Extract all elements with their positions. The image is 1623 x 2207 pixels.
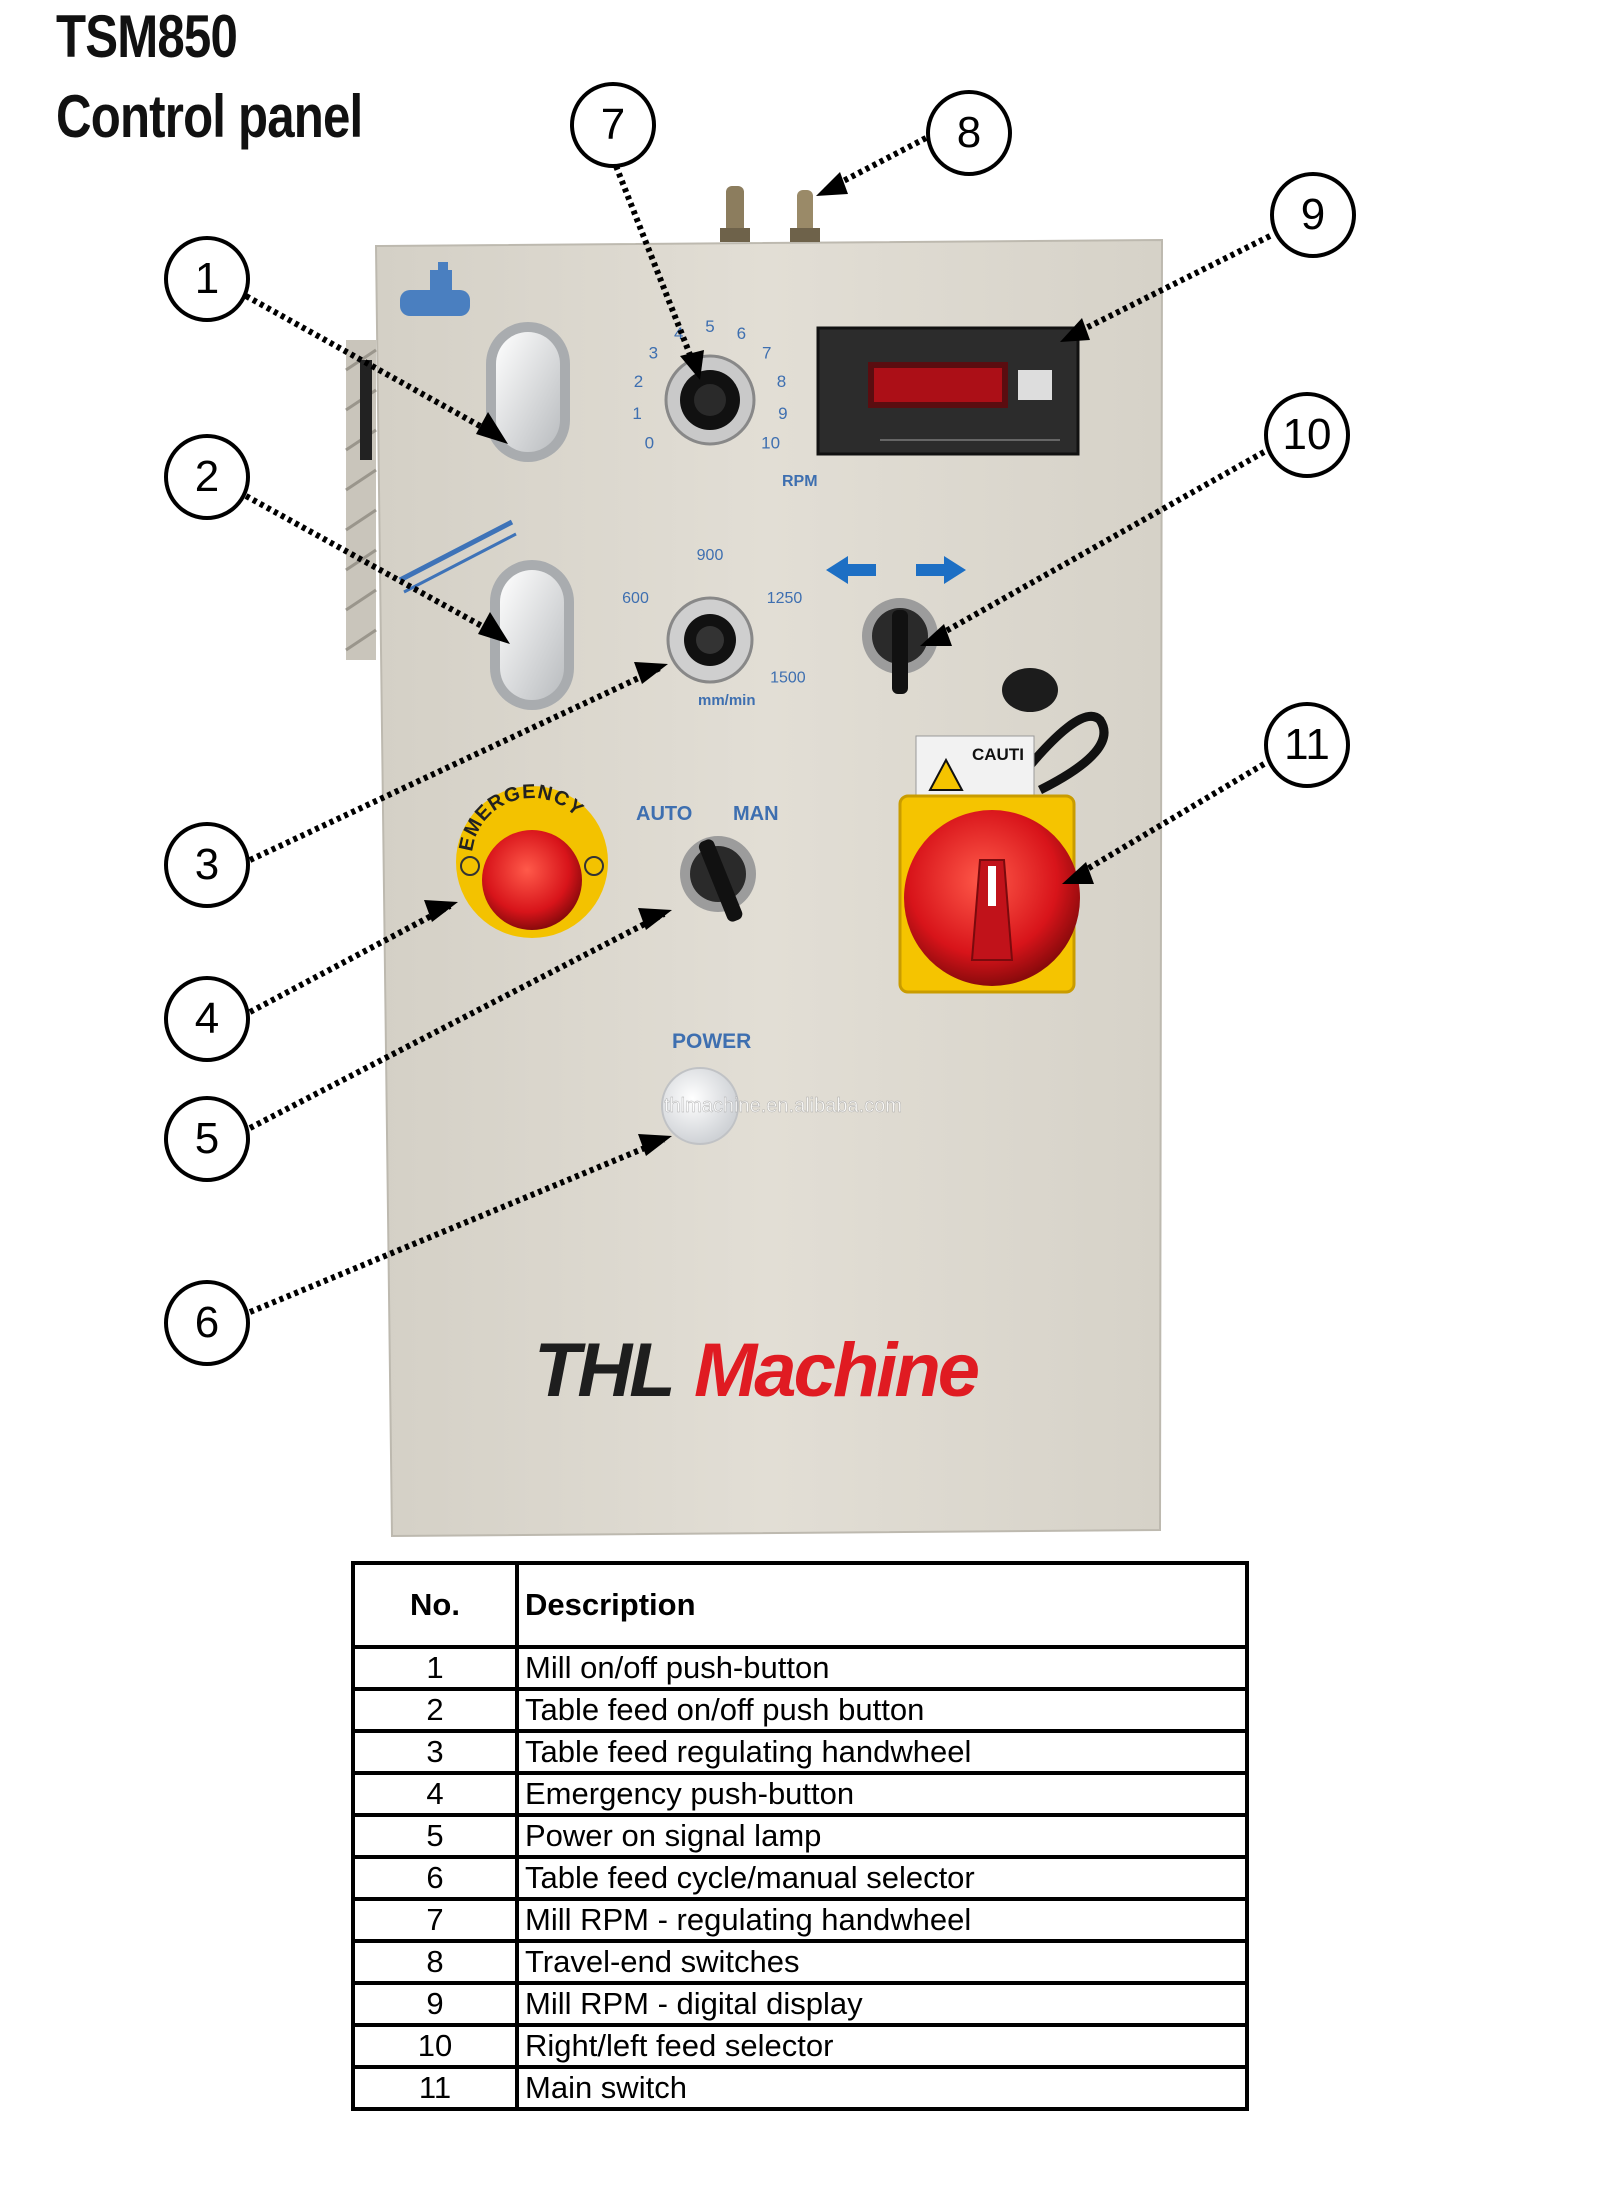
- main-switch-cable: [1002, 668, 1109, 795]
- row-description: Mill on/off push-button: [515, 1645, 1249, 1691]
- callout-10: 10: [1264, 392, 1350, 478]
- row-description: Mill RPM - digital display: [515, 1981, 1249, 2027]
- right-left-feed-selector[interactable]: [862, 598, 938, 694]
- feed-unit-label: mm/min: [698, 692, 756, 709]
- mill-icon: [400, 262, 470, 316]
- auto-label: AUTO: [636, 803, 692, 825]
- callout-9: 9: [1270, 172, 1356, 258]
- brand-thl: THL: [534, 1328, 673, 1413]
- feed-icon: [398, 519, 517, 594]
- row-description: Mill RPM - regulating handwheel: [515, 1897, 1249, 1943]
- table-feed-handwheel[interactable]: [666, 596, 754, 684]
- row-description: Emergency push-button: [515, 1771, 1249, 1817]
- row-number: 10: [351, 2023, 519, 2069]
- rpm-scale-tick: 1: [632, 404, 641, 423]
- row-description: Main switch: [515, 2065, 1249, 2111]
- row-number: 1: [351, 1645, 519, 1691]
- rpm-scale-tick: 8: [777, 372, 786, 391]
- feed-scale-tick: 1500: [770, 669, 806, 686]
- svg-text:CAUTI: CAUTI: [972, 745, 1024, 764]
- callout-7: 7: [570, 82, 656, 168]
- direction-arrows: [826, 556, 966, 584]
- watermark: thlmachine.en.alibaba.com: [664, 1095, 902, 1117]
- legend-header-row: No. Description: [351, 1561, 1249, 1649]
- row-description: Right/left feed selector: [515, 2023, 1249, 2069]
- mill-on-off-push-button[interactable]: [486, 322, 570, 462]
- travel-end-switches: [720, 186, 820, 242]
- rpm-scale-tick: 0: [645, 433, 654, 452]
- feed-scale-tick: 1250: [767, 590, 803, 607]
- page-title: TSM850: [56, 3, 238, 70]
- rpm-digital-display: [816, 326, 1080, 456]
- feed-scale-tick: 600: [622, 590, 649, 607]
- auto-manual-selector[interactable]: [680, 836, 756, 923]
- row-number: 7: [351, 1897, 519, 1943]
- row-description: Travel-end switches: [515, 1939, 1249, 1985]
- power-label: POWER: [672, 1030, 751, 1053]
- row-number: 2: [351, 1687, 519, 1733]
- rpm-scale-tick: 2: [634, 372, 643, 391]
- row-number: 3: [351, 1729, 519, 1775]
- row-description: Table feed on/off push button: [515, 1687, 1249, 1733]
- callout-8: 8: [926, 90, 1012, 176]
- rpm-scale-tick: 7: [762, 343, 771, 362]
- caution-label: CAUTI: [915, 735, 1035, 797]
- mill-rpm-handwheel[interactable]: [664, 354, 756, 446]
- row-number: 5: [351, 1813, 519, 1859]
- feed-scale-tick: 900: [697, 547, 724, 564]
- page-subtitle: Control panel: [56, 83, 363, 150]
- callout-11: 11: [1264, 702, 1350, 788]
- callout-6: 6: [164, 1280, 250, 1366]
- callout-2: 2: [164, 434, 250, 520]
- rpm-unit-label: RPM: [782, 473, 818, 490]
- row-description: Power on signal lamp: [515, 1813, 1249, 1859]
- row-number: 11: [351, 2065, 519, 2111]
- feed-scale: 600 900 1250 1500: [622, 547, 806, 686]
- table-feed-push-button[interactable]: [490, 560, 574, 710]
- callout-arrowheads: [424, 172, 1094, 1156]
- rpm-scale-tick: 6: [737, 324, 746, 343]
- row-number: 8: [351, 1939, 519, 1985]
- emergency-stop-button[interactable]: [456, 786, 608, 938]
- man-label: MAN: [733, 803, 779, 825]
- row-number: 6: [351, 1855, 519, 1901]
- rpm-scale-tick: 9: [778, 404, 787, 423]
- row-number: 4: [351, 1771, 519, 1817]
- rpm-scale-tick: 3: [649, 343, 658, 362]
- rpm-scale-tick: 5: [705, 317, 714, 336]
- column-header-description: Description: [515, 1561, 1249, 1649]
- row-description: Table feed regulating handwheel: [515, 1729, 1249, 1775]
- column-header-no: No.: [351, 1561, 519, 1649]
- callout-3: 3: [164, 822, 250, 908]
- row-description: Table feed cycle/manual selector: [515, 1855, 1249, 1901]
- callout-leaders: [244, 135, 1272, 1315]
- rpm-scale-tick: 10: [761, 433, 780, 452]
- panel-body: [374, 238, 1164, 1538]
- row-number: 9: [351, 1981, 519, 2027]
- side-vent: [345, 340, 377, 660]
- callout-1: 1: [164, 236, 250, 322]
- power-signal-lamp: [661, 1067, 739, 1145]
- callout-4: 4: [164, 976, 250, 1062]
- main-switch[interactable]: [898, 794, 1080, 994]
- callout-5: 5: [164, 1096, 250, 1182]
- brand-machine: Machine: [694, 1328, 979, 1413]
